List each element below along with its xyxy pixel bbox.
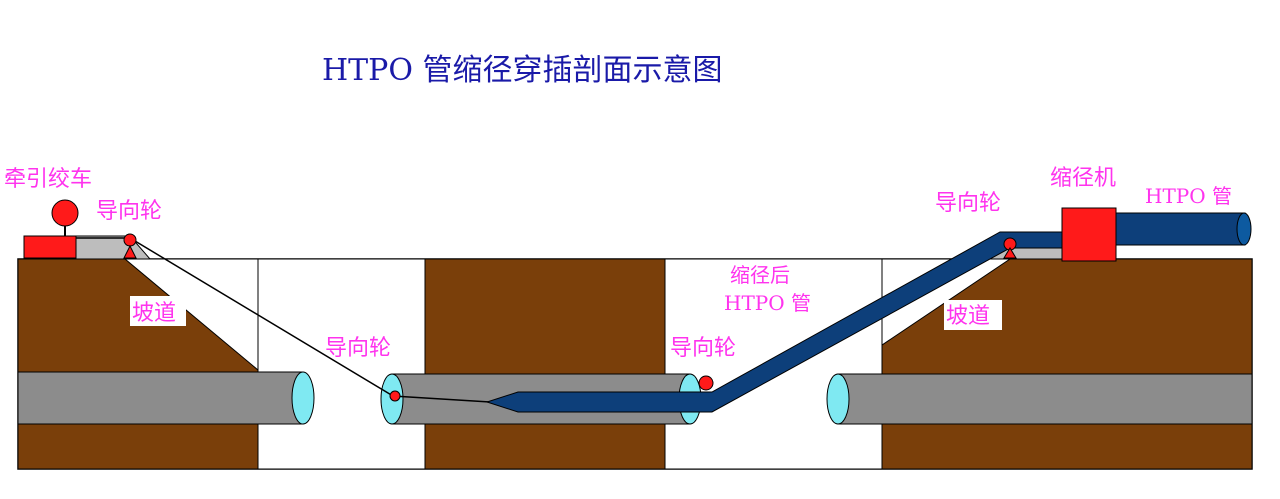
htpo-pipe-full xyxy=(1114,212,1246,246)
winch-platform-left xyxy=(74,235,152,260)
guide-wheel-right-top-mount xyxy=(1003,247,1017,259)
label-reduced-pipe-line2: HTPO 管 xyxy=(724,291,811,315)
label-slope-right: 坡道 xyxy=(946,304,990,329)
label-winch: 牵引绞车 xyxy=(4,167,92,192)
old-pipe-right-end xyxy=(826,373,850,425)
htpo-pipe-full-end xyxy=(1236,212,1252,246)
guide-wheel-pit-left xyxy=(389,390,401,402)
htpo-pipe-reduced xyxy=(485,231,1063,413)
diagram-title: HTPO 管缩径穿插剖面示意图 xyxy=(322,53,723,88)
label-guide-wheel-pit-right: 导向轮 xyxy=(670,336,736,361)
label-slope-right-bg xyxy=(944,300,1002,330)
pit-left xyxy=(257,258,426,470)
label-slope-left-bg xyxy=(130,296,186,326)
guide-wheel-left-top-mount xyxy=(123,244,137,259)
old-pipe-right xyxy=(837,373,1253,425)
label-guide-wheel-right-top: 导向轮 xyxy=(935,191,1001,216)
label-reduced-pipe-line1: 缩径后 xyxy=(730,263,790,287)
soil-block-middle xyxy=(424,258,666,470)
label-htpo-pipe: HTPO 管 xyxy=(1145,184,1232,208)
old-pipe-left xyxy=(17,371,304,425)
winch-base xyxy=(23,235,77,259)
label-reducer: 缩径机 xyxy=(1050,166,1116,191)
old-pipe-left-end xyxy=(291,371,315,425)
traction-cable xyxy=(76,237,491,403)
guide-wheel-left-top xyxy=(123,233,137,247)
label-guide-wheel-pit-left: 导向轮 xyxy=(325,336,391,361)
label-slope-left: 坡道 xyxy=(132,301,176,326)
guide-wheel-pit-right xyxy=(698,375,714,391)
winch-drum xyxy=(51,199,79,227)
reducer-machine xyxy=(1061,207,1117,262)
label-guide-wheel-left-top: 导向轮 xyxy=(96,199,162,224)
